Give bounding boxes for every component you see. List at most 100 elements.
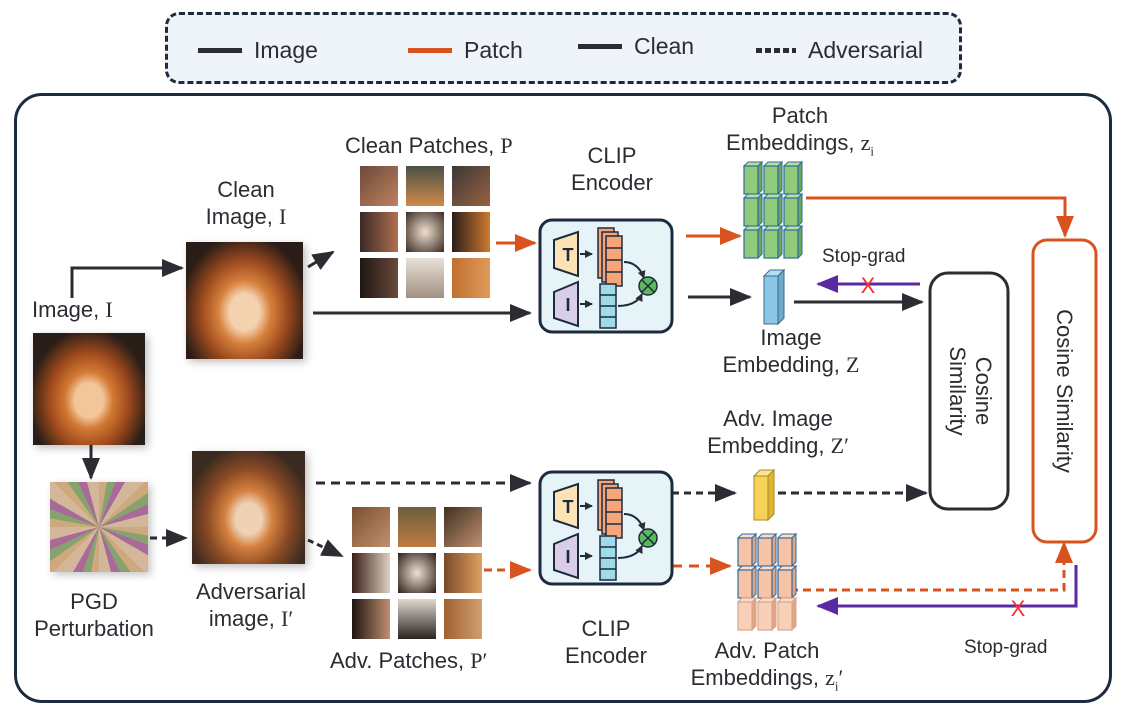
embedding-cube — [762, 160, 784, 196]
image-patch — [352, 553, 390, 593]
diagram-frame — [14, 93, 1112, 703]
legend-item-clean: Clean — [578, 33, 694, 60]
embedding-cube — [776, 596, 798, 632]
embedding-cube — [756, 532, 778, 568]
image-encoder-icon — [553, 280, 579, 328]
adversarial-image — [192, 451, 305, 564]
embedding-cube — [736, 596, 758, 632]
image-patch — [352, 507, 390, 547]
stop-grad-x-top: X — [861, 273, 876, 298]
legend-solid-line-icon — [198, 48, 242, 53]
embedding-cube — [776, 532, 798, 568]
embedding-cube — [742, 192, 764, 228]
image-patch — [360, 166, 398, 206]
clip-encoder-bottom: T I — [538, 470, 674, 586]
embedding-cube — [736, 564, 758, 600]
image-encoder-icon — [553, 532, 579, 580]
image-patch — [352, 599, 390, 639]
cosine-similarity-inner-box — [928, 271, 1010, 511]
image-patch — [406, 258, 444, 298]
pgd-noise-image — [50, 482, 148, 572]
legend-label: Patch — [464, 37, 523, 63]
multiply-icon — [638, 276, 658, 296]
image-patch — [452, 258, 490, 298]
image-embedding-icon — [762, 268, 786, 326]
legend-item-adversarial: Adversarial — [756, 37, 923, 64]
label-stop-grad-top: Stop-grad — [822, 246, 906, 267]
adv-image-embedding-icon — [752, 468, 776, 522]
text-features-icon — [597, 479, 623, 539]
embedding-cube — [782, 160, 804, 196]
image-patch — [452, 212, 490, 252]
cosine-similarity-inner-label-l1: Cosine — [971, 357, 996, 425]
image-features-icon — [599, 535, 617, 581]
embedding-cube — [782, 192, 804, 228]
embedding-cube — [756, 564, 778, 600]
stop-grad-x-bottom: X — [1011, 596, 1026, 621]
legend-orange-line-icon — [408, 48, 452, 53]
clip-encoder-top: T I — [538, 218, 674, 334]
arrow-stop-grad-bottom — [816, 565, 1078, 615]
legend: Image Patch Clean Adversarial — [165, 12, 962, 84]
legend-label: Adversarial — [808, 37, 924, 63]
cosine-similarity-inner-label-l2: Similarity — [945, 346, 970, 435]
image-patch — [452, 166, 490, 206]
input-image — [33, 333, 145, 445]
image-patch — [444, 553, 482, 593]
embedding-cube — [762, 192, 784, 228]
clean-image — [186, 242, 303, 359]
svg-text:I: I — [565, 547, 570, 567]
legend-dotted-line-icon — [756, 48, 796, 53]
image-patch — [398, 507, 436, 547]
legend-item-image: Image — [198, 37, 318, 64]
legend-item-patch: Patch — [408, 37, 523, 64]
cosine-similarity-outer-box — [1031, 238, 1098, 544]
embedding-cube — [756, 596, 778, 632]
svg-text:T: T — [563, 497, 574, 517]
legend-label: Clean — [634, 33, 695, 59]
image-features-icon — [599, 283, 617, 329]
arrow-adv-patch-emb-to-outer-cossim — [790, 541, 1073, 592]
image-patch — [406, 166, 444, 206]
image-patch — [398, 599, 436, 639]
adv-patch-embeddings-icon — [736, 532, 798, 632]
legend-solid-line-icon — [578, 44, 622, 49]
text-encoder-icon — [553, 482, 579, 530]
svg-text:I: I — [565, 295, 570, 315]
embedding-cube — [776, 564, 798, 600]
image-patch — [360, 212, 398, 252]
text-encoder-icon — [553, 230, 579, 278]
arrow-patch-emb-to-outer-cossim — [806, 196, 1074, 238]
cosine-similarity-outer-label: Cosine Similarity — [1052, 309, 1077, 473]
image-patch — [444, 507, 482, 547]
arrow-image-to-clean — [70, 259, 184, 298]
image-patch — [398, 553, 436, 593]
image-patch — [406, 212, 444, 252]
embedding-cube — [742, 160, 764, 196]
legend-label: Image — [254, 37, 318, 63]
embedding-cube — [736, 532, 758, 568]
image-patch — [360, 258, 398, 298]
patch-embeddings-icon — [742, 160, 804, 260]
multiply-icon — [638, 528, 658, 548]
label-adv-patches: Adv. Patches, P′ — [330, 648, 488, 673]
text-features-icon — [597, 227, 623, 287]
label-clean-patches: Clean Patches, P — [345, 133, 513, 158]
image-patch — [444, 599, 482, 639]
arrow-clean-to-patches — [307, 250, 335, 271]
embedding-cube — [742, 224, 764, 260]
svg-text:T: T — [563, 245, 574, 265]
label-stop-grad-bottom: Stop-grad — [964, 637, 1048, 658]
label-image: Image, I — [32, 297, 113, 322]
embedding-cube — [782, 224, 804, 260]
